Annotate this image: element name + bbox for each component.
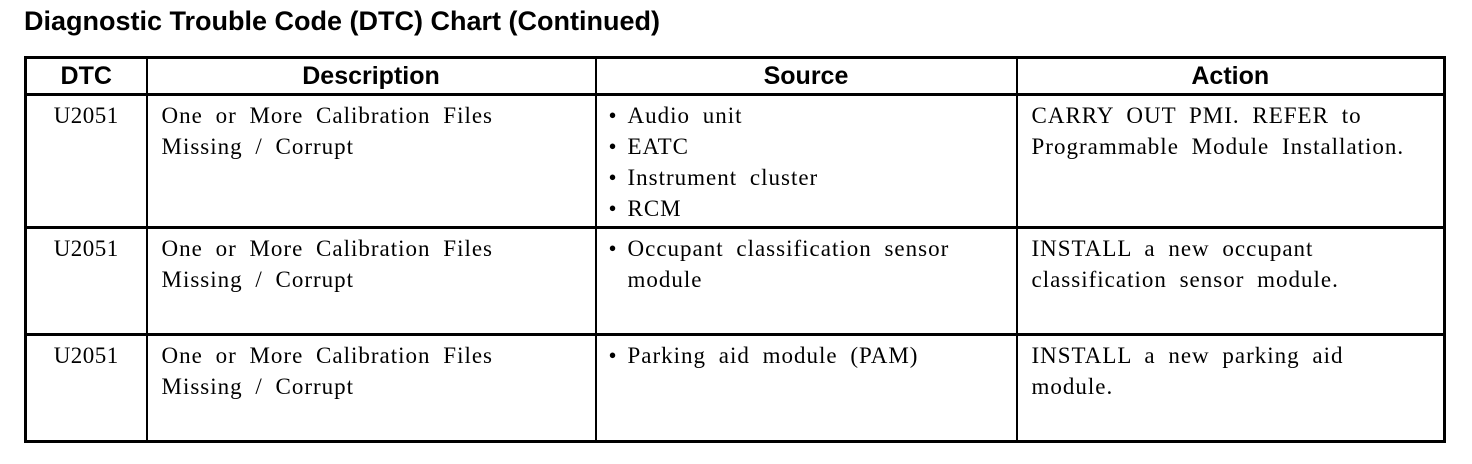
source-list: Parking aid module (PAM) <box>597 340 1002 371</box>
action-cell: CARRY OUT PMI. REFER to Programmable Mod… <box>1015 93 1446 229</box>
table-row: U2051 One or More Calibration Files Miss… <box>24 226 1446 336</box>
description-cell: One or More Calibration Files Missing / … <box>145 226 597 336</box>
dtc-chart-table: DTC Description Source Action U2051 One … <box>24 56 1446 443</box>
column-header-description: Description <box>145 56 597 96</box>
source-item: EATC <box>597 131 1002 162</box>
source-item: Audio unit <box>597 100 1002 131</box>
source-item: Parking aid module (PAM) <box>597 340 1002 371</box>
source-item: RCM <box>597 193 1002 224</box>
description-cell: One or More Calibration Files Missing / … <box>145 333 597 443</box>
table-row: U2051 One or More Calibration Files Miss… <box>24 333 1446 443</box>
column-header-dtc: DTC <box>24 56 148 96</box>
dtc-code-cell: U2051 <box>24 333 148 443</box>
table-header-row: DTC Description Source Action <box>24 56 1446 96</box>
source-cell: Audio unit EATC Instrument cluster RCM <box>594 93 1018 229</box>
source-item: Occupant classification sensor module <box>597 233 1002 295</box>
source-list: Occupant classification sensor module <box>597 233 1002 295</box>
dtc-code-cell: U2051 <box>24 93 148 229</box>
description-cell: One or More Calibration Files Missing / … <box>145 93 597 229</box>
source-list: Audio unit EATC Instrument cluster RCM <box>597 100 1002 224</box>
column-header-action: Action <box>1015 56 1446 96</box>
source-cell: Occupant classification sensor module <box>594 226 1018 336</box>
action-cell: INSTALL a new occupant classification se… <box>1015 226 1446 336</box>
page-title: Diagnostic Trouble Code (DTC) Chart (Con… <box>24 6 660 36</box>
column-header-source: Source <box>594 56 1018 96</box>
source-item: Instrument cluster <box>597 162 1002 193</box>
document-page: Diagnostic Trouble Code (DTC) Chart (Con… <box>0 0 1472 443</box>
dtc-code-cell: U2051 <box>24 226 148 336</box>
action-cell: INSTALL a new parking aid module. <box>1015 333 1446 443</box>
table-row: U2051 One or More Calibration Files Miss… <box>24 93 1446 229</box>
source-cell: Parking aid module (PAM) <box>594 333 1018 443</box>
